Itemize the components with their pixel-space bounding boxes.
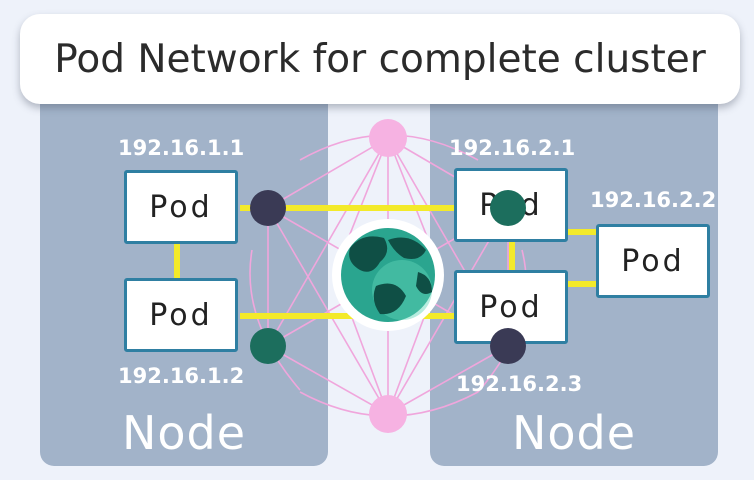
mesh-hub-bottom	[369, 395, 407, 433]
pod-ip-label: 192.16.1.2	[118, 364, 245, 388]
pod-box[interactable]: Pod	[124, 278, 238, 352]
pod-ip-label: 192.16.2.2	[590, 188, 717, 212]
diagram-title: Pod Network for complete cluster	[54, 36, 706, 82]
node-label: Node	[121, 406, 247, 460]
node-label: Node	[511, 406, 637, 460]
pod-ip-label: 192.16.2.3	[456, 372, 583, 396]
pod-ip-label: 192.16.2.1	[449, 136, 576, 160]
pod-ip-label: 192.16.1.1	[118, 136, 245, 160]
mesh-hub-top	[369, 119, 407, 157]
pod-box[interactable]: Pod	[124, 170, 238, 244]
pod-box[interactable]: Pod	[454, 270, 568, 344]
globe-icon	[332, 219, 444, 331]
title-box: Pod Network for complete cluster	[20, 14, 740, 104]
pod-box[interactable]: Pod	[454, 168, 568, 242]
node-panel-left: Node	[40, 88, 328, 466]
pod-box[interactable]: Pod	[596, 224, 710, 298]
